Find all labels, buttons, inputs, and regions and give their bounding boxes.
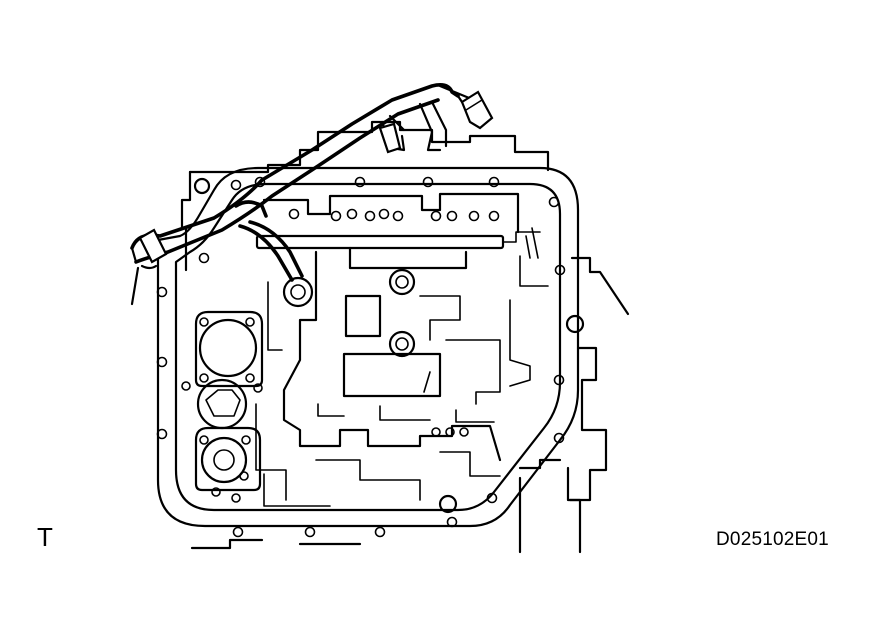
flange-bolt-holes (156, 176, 585, 538)
accumulator-pistons (181, 310, 264, 492)
valve-plugs (282, 268, 416, 358)
figure-code: D025102E01 (716, 529, 829, 550)
valve-body (255, 192, 549, 507)
gasket-flange (156, 166, 580, 528)
view-side-letter: T (37, 522, 53, 552)
transmission-case (180, 120, 630, 554)
harness-connectors (138, 90, 494, 264)
wire-harness (130, 83, 476, 306)
strainer-pipe (255, 227, 541, 259)
